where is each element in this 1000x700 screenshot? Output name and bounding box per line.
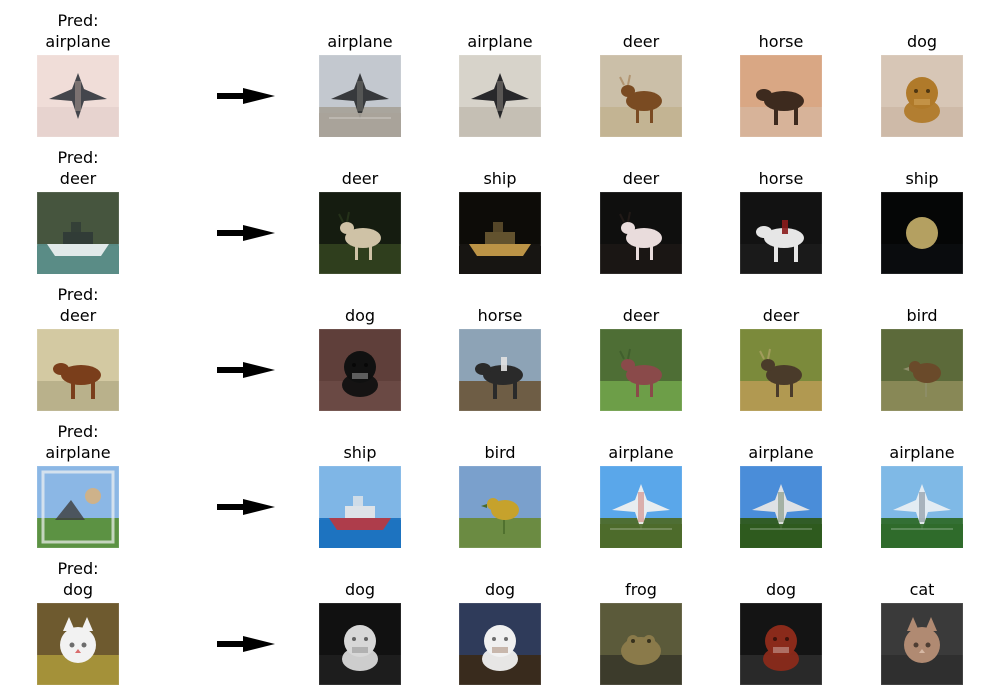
right-arrow-icon xyxy=(217,499,275,515)
query-thumbnail-row-1 xyxy=(37,55,119,137)
query-label-row-1: Pred: airplane xyxy=(45,11,111,51)
neighbor-label: deer xyxy=(762,306,800,325)
neighbor-thumbnail-svg xyxy=(600,603,682,685)
neighbor-thumbnail-svg xyxy=(881,55,963,137)
neighbor-label: ship xyxy=(483,169,517,188)
neighbor-thumbnail xyxy=(459,466,541,548)
neighbor-label: bird xyxy=(484,443,516,462)
query-label-row-5: Pred: dog xyxy=(57,559,99,599)
query-thumbnail-svg-row-4 xyxy=(37,466,119,548)
neighbor-thumbnail-svg xyxy=(740,329,822,411)
neighbor-thumbnail-svg xyxy=(319,329,401,411)
neighbor-thumbnail xyxy=(740,466,822,548)
right-arrow-icon xyxy=(217,636,275,652)
neighbor-thumbnail-svg xyxy=(600,192,682,274)
neighbor-thumbnail-svg xyxy=(459,329,541,411)
neighbor-thumbnail-svg xyxy=(740,466,822,548)
neighbor-label: airplane xyxy=(467,32,533,51)
neighbor-thumbnail xyxy=(459,192,541,274)
neighbor-label: deer xyxy=(341,169,379,188)
query-thumbnail-svg-row-5 xyxy=(37,603,119,685)
neighbor-thumbnail-svg xyxy=(740,55,822,137)
right-arrow-icon xyxy=(217,225,275,241)
query-thumbnail-row-2 xyxy=(37,192,119,274)
neighbor-thumbnail xyxy=(319,192,401,274)
neighbor-label: deer xyxy=(622,32,660,51)
neighbor-thumbnail xyxy=(319,55,401,137)
neighbor-thumbnail xyxy=(740,329,822,411)
query-label-row-4: Pred: airplane xyxy=(45,422,111,462)
neighbor-thumbnail xyxy=(319,329,401,411)
neighbor-label: deer xyxy=(622,306,660,325)
neighbor-thumbnail xyxy=(740,192,822,274)
neighbor-label: horse xyxy=(758,32,804,51)
neighbor-thumbnail-svg xyxy=(740,603,822,685)
neighbor-thumbnail-svg xyxy=(319,55,401,137)
neighbor-label: dog xyxy=(344,306,376,325)
neighbor-thumbnail-svg xyxy=(319,466,401,548)
query-thumbnail-row-3 xyxy=(37,329,119,411)
neighbor-thumbnail xyxy=(319,603,401,685)
query-label-row-2: Pred: deer xyxy=(57,148,99,188)
neighbor-thumbnail-svg xyxy=(459,466,541,548)
neighbor-thumbnail-svg xyxy=(600,329,682,411)
neighbor-thumbnail xyxy=(600,466,682,548)
neighbor-thumbnail-svg xyxy=(881,192,963,274)
neighbor-label: horse xyxy=(758,169,804,188)
neighbor-thumbnail-svg xyxy=(881,603,963,685)
neighbor-thumbnail xyxy=(600,603,682,685)
neighbor-label: cat xyxy=(909,580,935,599)
neighbor-thumbnail xyxy=(881,192,963,274)
neighbor-thumbnail xyxy=(459,603,541,685)
neighbor-thumbnail-svg xyxy=(600,55,682,137)
query-thumbnail-svg-row-1 xyxy=(37,55,119,137)
neighbor-thumbnail xyxy=(881,466,963,548)
neighbor-thumbnail xyxy=(459,55,541,137)
neighbor-label: dog xyxy=(484,580,516,599)
neighbor-thumbnail xyxy=(881,329,963,411)
neighbor-thumbnail-svg xyxy=(319,603,401,685)
neighbor-thumbnail xyxy=(740,55,822,137)
neighbor-label: bird xyxy=(906,306,938,325)
neighbor-thumbnail-svg xyxy=(459,55,541,137)
neighbor-label: airplane xyxy=(608,443,674,462)
neighbor-thumbnail-svg xyxy=(459,603,541,685)
neighbor-thumbnail-svg xyxy=(881,329,963,411)
neighbor-label: airplane xyxy=(889,443,955,462)
query-thumbnail-svg-row-3 xyxy=(37,329,119,411)
neighbor-label: dog xyxy=(906,32,938,51)
neighbor-thumbnail xyxy=(881,603,963,685)
query-thumbnail-row-5 xyxy=(37,603,119,685)
neighbor-thumbnail xyxy=(319,466,401,548)
neighbor-thumbnail xyxy=(600,55,682,137)
right-arrow-icon xyxy=(217,362,275,378)
query-thumbnail-svg-row-2 xyxy=(37,192,119,274)
neighbor-thumbnail-svg xyxy=(881,466,963,548)
neighbor-label: dog xyxy=(344,580,376,599)
neighbor-label: deer xyxy=(622,169,660,188)
neighbor-thumbnail xyxy=(881,55,963,137)
neighbor-label: frog xyxy=(625,580,657,599)
neighbor-thumbnail xyxy=(600,192,682,274)
neighbor-thumbnail-svg xyxy=(740,192,822,274)
neighbor-thumbnail xyxy=(459,329,541,411)
neighbor-thumbnail xyxy=(740,603,822,685)
neighbor-thumbnail-svg xyxy=(319,192,401,274)
neighbor-thumbnail xyxy=(600,329,682,411)
query-label-row-3: Pred: deer xyxy=(57,285,99,325)
neighbor-thumbnail-svg xyxy=(459,192,541,274)
neighbor-thumbnail-svg xyxy=(600,466,682,548)
right-arrow-icon xyxy=(217,88,275,104)
query-thumbnail-row-4 xyxy=(37,466,119,548)
neighbor-label: airplane xyxy=(748,443,814,462)
neighbor-label: airplane xyxy=(327,32,393,51)
neighbor-label: horse xyxy=(477,306,523,325)
neighbor-label: ship xyxy=(343,443,377,462)
neighbor-label: dog xyxy=(765,580,797,599)
neighbor-label: ship xyxy=(905,169,939,188)
